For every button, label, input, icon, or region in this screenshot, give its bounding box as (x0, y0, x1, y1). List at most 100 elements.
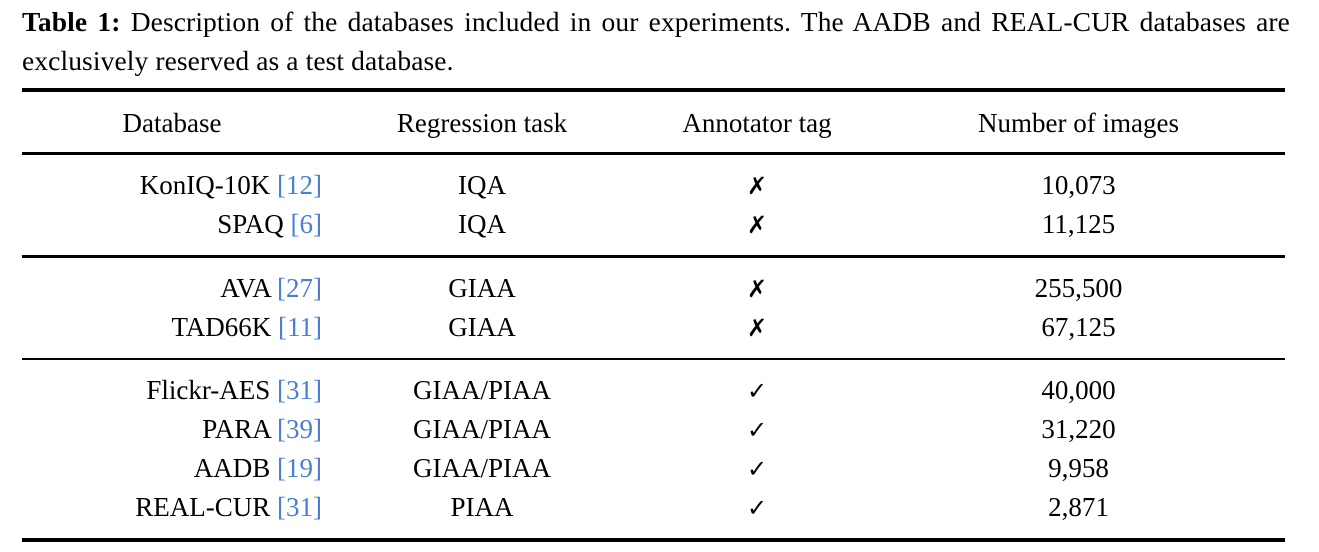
cross-icon: ✗ (746, 274, 768, 303)
column-header-number-of-images: Number of images (978, 108, 1179, 138)
spacer (642, 360, 872, 371)
caption-label: Table 1: (22, 6, 121, 37)
cell-database: TAD66K [11] (22, 308, 322, 347)
cell-annotator-tag: ✗ (642, 166, 872, 205)
database-name: PARA (202, 414, 271, 444)
spacer (322, 155, 642, 166)
spacer (22, 142, 322, 152)
column-header-regression-task: Regression task (396, 108, 568, 138)
table-row: AADB [19] GIAA/PIAA ✓ 9,958 (22, 449, 1285, 488)
spacer (22, 347, 322, 358)
database-name: AVA (220, 272, 271, 303)
table-caption: Table 1: Description of the databases in… (22, 2, 1290, 80)
cell-number-of-images: 31,220 (1041, 414, 1116, 444)
cross-icon: ✗ (746, 211, 768, 239)
cell-number-of-images: 40,000 (1041, 375, 1116, 405)
cell-number-of-images: 255,500 (1034, 272, 1123, 303)
cross-icon: ✗ (746, 172, 768, 200)
spacer (642, 527, 872, 538)
spacer (22, 527, 322, 538)
cell-number-of-images: 11,125 (1041, 209, 1116, 239)
table-row: KonIQ-10K [12] IQA ✗ 10,073 (22, 166, 1285, 205)
citation-link[interactable]: [31] (277, 492, 322, 522)
spacer (642, 142, 872, 152)
table-group-rule (22, 357, 1285, 360)
column-header-annotator-tag: Annotator tag (682, 108, 832, 138)
cell-database: REAL-CUR [31] (22, 488, 322, 527)
spacer (642, 258, 872, 269)
cell-number-of-images: 9,958 (1048, 453, 1109, 483)
cell-annotator-tag: ✗ (642, 269, 872, 308)
table-group-1: KonIQ-10K [12] IQA ✗ 10,073 SPAQ [6] IQA… (22, 155, 1285, 255)
column-header-database: Database (122, 108, 222, 138)
citation-link[interactable]: [31] (277, 375, 322, 405)
check-icon: ✓ (746, 455, 768, 483)
spacer (642, 155, 872, 166)
spacer (642, 244, 872, 255)
spacer (22, 244, 322, 255)
spacer (322, 527, 642, 538)
database-name: KonIQ-10K (139, 170, 271, 200)
cell-database: Flickr-AES [31] (22, 371, 322, 410)
table-head: Database Regression task Annotator tag N… (22, 92, 1285, 152)
database-description-table: Database Regression task Annotator tag N… (22, 88, 1285, 542)
spacer (322, 360, 642, 371)
table-row: AVA [27] GIAA ✗ 255,500 (22, 269, 1285, 308)
spacer (322, 347, 642, 358)
table-row: Flickr-AES [31] GIAA/PIAA ✓ 40,000 (22, 371, 1285, 410)
cell-regression-task: PIAA (450, 492, 514, 522)
database-name: TAD66K (171, 311, 272, 342)
cell-database: AADB [19] (22, 449, 322, 488)
check-icon: ✓ (746, 494, 768, 522)
spacer (872, 258, 1285, 269)
cell-annotator-tag: ✓ (642, 371, 872, 410)
cell-regression-task: GIAA/PIAA (413, 453, 551, 483)
check-icon: ✓ (746, 377, 768, 405)
table-header-rule (22, 152, 1285, 155)
cell-regression-task: IQA (458, 170, 506, 200)
cell-annotator-tag: ✓ (642, 449, 872, 488)
spacer (22, 155, 322, 166)
table-group-rule (22, 255, 1285, 258)
database-name: AADB (193, 453, 271, 483)
spacer (872, 244, 1285, 255)
cell-regression-task: GIAA/PIAA (413, 414, 551, 444)
table-header-row: Database Regression task Annotator tag N… (22, 104, 1285, 142)
spacer (872, 155, 1285, 166)
citation-link[interactable]: [11] (278, 311, 322, 342)
table-row: REAL-CUR [31] PIAA ✓ 2,871 (22, 488, 1285, 527)
cell-annotator-tag: ✓ (642, 488, 872, 527)
cross-icon: ✗ (746, 313, 768, 342)
table-row: PARA [39] GIAA/PIAA ✓ 31,220 (22, 410, 1285, 449)
citation-link[interactable]: [19] (277, 453, 322, 483)
citation-link[interactable]: [6] (290, 209, 322, 239)
check-icon: ✓ (746, 416, 768, 444)
cell-annotator-tag: ✓ (642, 410, 872, 449)
spacer (322, 92, 642, 104)
table-group-3: Flickr-AES [31] GIAA/PIAA ✓ 40,000 PARA … (22, 360, 1285, 538)
cell-regression-task: IQA (458, 209, 506, 239)
spacer (322, 244, 642, 255)
spacer (872, 92, 1285, 104)
spacer (872, 347, 1285, 358)
table-top-rule (22, 88, 1285, 92)
database-name: Flickr-AES (146, 375, 271, 405)
table-bottom-rule (22, 538, 1285, 542)
citation-link[interactable]: [27] (277, 272, 322, 303)
cell-annotator-tag: ✗ (642, 205, 872, 244)
cell-regression-task: GIAA (448, 311, 516, 342)
cell-database: KonIQ-10K [12] (22, 166, 322, 205)
citation-link[interactable]: [12] (277, 170, 322, 200)
database-name: REAL-CUR (135, 492, 271, 522)
cell-database: PARA [39] (22, 410, 322, 449)
cell-number-of-images: 67,125 (1041, 311, 1116, 342)
spacer (642, 347, 872, 358)
database-name: SPAQ (217, 209, 284, 239)
table-row: TAD66K [11] GIAA ✗ 67,125 (22, 308, 1285, 347)
cell-number-of-images: 2,871 (1048, 492, 1109, 522)
table-group-2: AVA [27] GIAA ✗ 255,500 TAD66K [11] GIAA… (22, 258, 1285, 358)
spacer (22, 258, 322, 269)
citation-link[interactable]: [39] (277, 414, 322, 444)
cell-database: AVA [27] (22, 269, 322, 308)
spacer (22, 360, 322, 371)
